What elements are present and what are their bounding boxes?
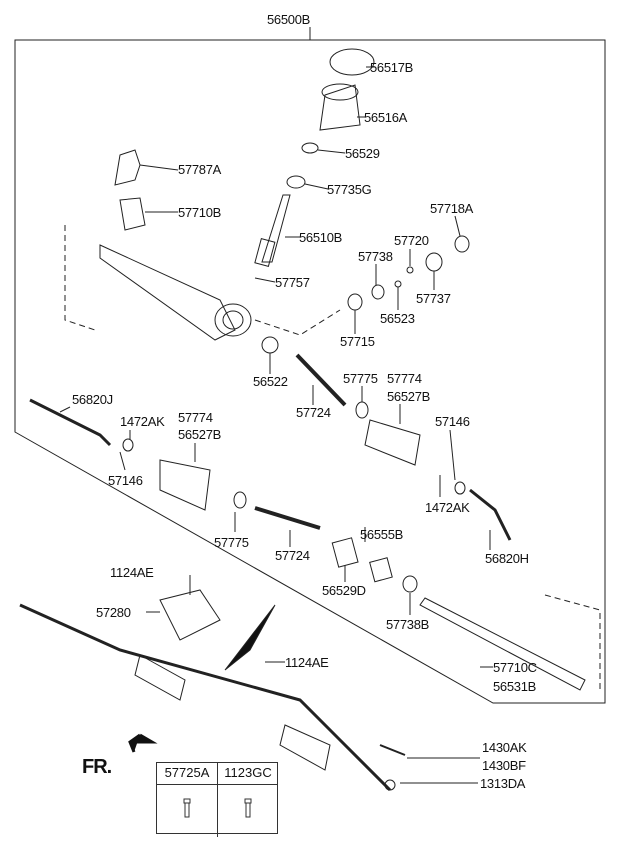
assembly-lower: [19, 603, 392, 792]
boot-right: [364, 419, 421, 466]
cover: [329, 48, 375, 76]
label-56529[interactable]: 56529: [345, 146, 380, 161]
label-57710B[interactable]: 57710B: [178, 205, 222, 220]
label-56522[interactable]: 56522: [253, 374, 288, 389]
label-56527B[interactable]: 56527B: [387, 389, 431, 404]
label-57715[interactable]: 57715: [340, 334, 375, 349]
label-57724[interactable]: 57724: [275, 548, 310, 563]
label-56820J[interactable]: 56820J: [72, 392, 113, 407]
label-56555B[interactable]: 56555B: [360, 527, 404, 542]
label-56510B[interactable]: 56510B: [299, 230, 343, 245]
label-1472AK[interactable]: 1472AK: [120, 414, 165, 429]
label-57710C[interactable]: 57710C: [493, 660, 537, 675]
label-57774[interactable]: 57774: [178, 410, 213, 425]
label-1472AK[interactable]: 1472AK: [425, 500, 470, 515]
label-57774[interactable]: 57774: [387, 371, 422, 386]
label-57735G[interactable]: 57735G: [327, 182, 372, 197]
label-56527B[interactable]: 56527B: [178, 427, 222, 442]
label-57146[interactable]: 57146: [435, 414, 470, 429]
label-56523[interactable]: 56523: [380, 311, 415, 326]
label-56500B[interactable]: 56500B: [267, 12, 311, 27]
label-56529D[interactable]: 56529D: [322, 583, 366, 598]
rack-bar: [419, 597, 586, 691]
label-57720[interactable]: 57720: [394, 233, 429, 248]
front-indicator: FR.: [82, 756, 112, 778]
label-56531B[interactable]: 56531B: [493, 679, 537, 694]
pinion-shaft: [261, 194, 291, 263]
label-1430AK[interactable]: 1430AK: [482, 740, 527, 755]
label-57146[interactable]: 57146: [108, 473, 143, 488]
label-56517B[interactable]: 56517B: [370, 60, 414, 75]
fastener-table: 57725A 1123GC: [156, 762, 278, 837]
label-1124AE[interactable]: 1124AE: [110, 565, 154, 580]
table-header-1123GC[interactable]: 1123GC: [218, 763, 278, 785]
label-57738[interactable]: 57738: [358, 249, 393, 264]
label-1313DA[interactable]: 1313DA: [480, 776, 526, 791]
label-57724[interactable]: 57724: [296, 405, 331, 420]
table-header-57725A[interactable]: 57725A: [157, 763, 218, 785]
assembly-border: [14, 39, 606, 704]
label-57738B[interactable]: 57738B: [386, 617, 430, 632]
label-57718A[interactable]: 57718A: [430, 201, 474, 216]
label-1124AE[interactable]: 1124AE: [285, 655, 329, 670]
label-57775[interactable]: 57775: [343, 371, 378, 386]
bolt-icon: [218, 785, 278, 837]
label-1430BF[interactable]: 1430BF: [482, 758, 526, 773]
label-56820H[interactable]: 56820H: [485, 551, 529, 566]
label-57757[interactable]: 57757: [275, 275, 310, 290]
label-57775[interactable]: 57775: [214, 535, 249, 550]
label-57280[interactable]: 57280: [96, 605, 131, 620]
boot-left: [159, 459, 211, 511]
label-57787A[interactable]: 57787A: [178, 162, 222, 177]
bolt-icon: [157, 785, 218, 837]
front-arrow-icon: [128, 733, 158, 753]
rack-housing-upper: [64, 225, 341, 341]
label-56516A[interactable]: 56516A: [364, 110, 408, 125]
label-57737[interactable]: 57737: [416, 291, 451, 306]
